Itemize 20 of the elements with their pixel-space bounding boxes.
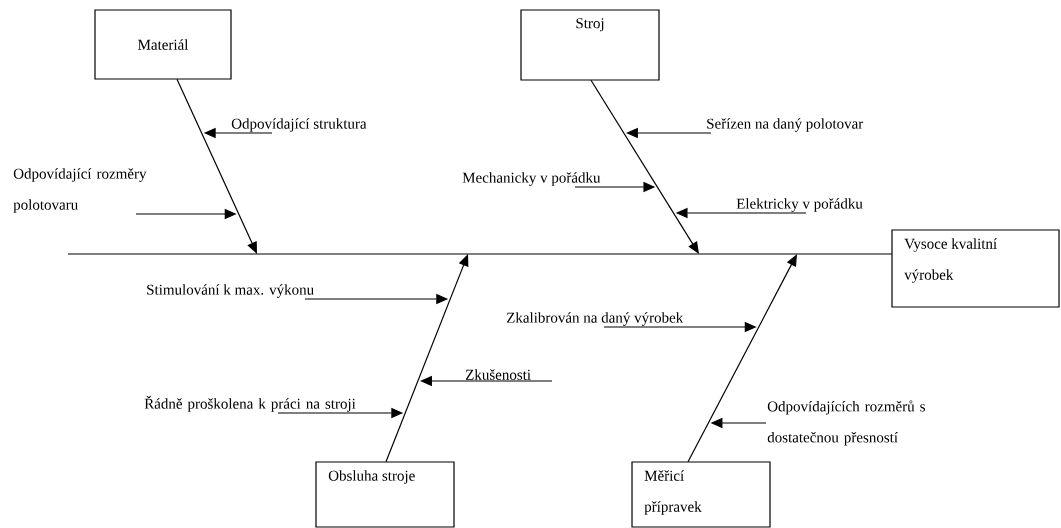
category-box: Materiál [94,9,232,80]
bone-arrow [687,254,797,463]
cause-text: Řádně proškolena k práci na stroji [144,395,356,412]
spine-line [67,253,893,255]
category-box: Měřicí přípravek [631,461,771,528]
cause-text: Odpovídající struktura [231,118,367,132]
cause-text: Elektricky v pořádku [736,198,863,212]
effect-box: Vysoce kvalitní výrobek [891,229,1060,308]
category-box: Stroj [520,9,660,81]
cause-text: Mechanicky v pořádku [462,172,601,186]
category-box: Obsluha stroje [315,461,455,528]
cause-text: Zkalibrován na daný výrobek [506,312,684,326]
bone-arrow [590,79,699,254]
cause-text: Zkušenosti [465,369,531,380]
cause-text: Odpovídající rozměry polotovaru [13,168,147,213]
cause-text: Stimulování k max. výkonu [147,284,314,298]
cause-text: Seřízen na daný polotovar [707,118,864,132]
bone-arrow [176,78,257,254]
bone-arrow [385,254,469,463]
cause-text: Odpovídajících rozměrů s dostatečnou přesností [767,400,925,446]
